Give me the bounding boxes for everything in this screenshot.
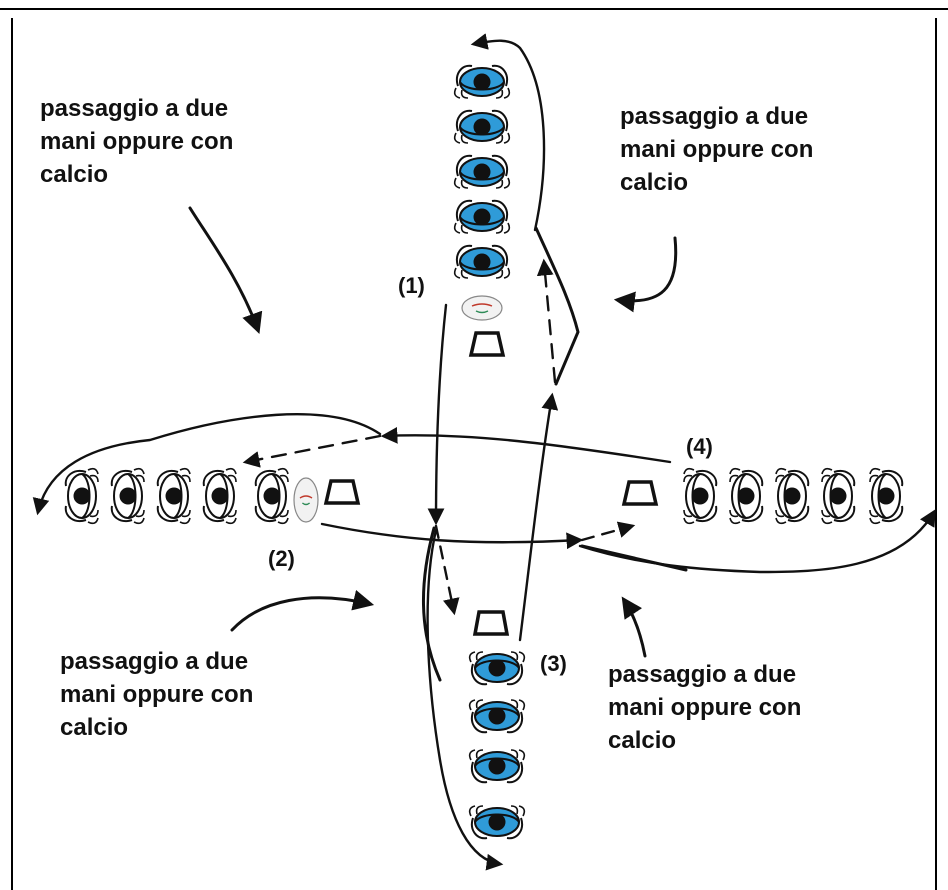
run-path — [421, 526, 442, 682]
player-icon — [202, 467, 237, 525]
run-path — [32, 413, 382, 516]
pass-line — [580, 521, 636, 542]
label-group-3: (3) — [540, 651, 567, 676]
note-top-right: passaggio a due mani oppure con calcio — [620, 103, 814, 196]
top-rule — [0, 8, 948, 10]
cone-icon — [323, 479, 361, 505]
label-group-4: (4) — [686, 434, 713, 459]
pass-line — [380, 426, 672, 464]
player-icon — [775, 467, 810, 525]
player-icon — [64, 467, 99, 525]
player-icon — [453, 154, 511, 189]
pass-line — [320, 522, 584, 550]
cone-icon — [621, 480, 659, 506]
player-icon — [821, 467, 856, 525]
diagram-frame — [11, 18, 937, 890]
rugby-ball-icon — [461, 295, 503, 321]
cone-icon — [472, 610, 510, 636]
player-icon — [453, 244, 511, 279]
note-top-left: passaggio a due mani oppure con calcio — [40, 95, 234, 188]
run-path — [580, 544, 688, 572]
player-icon — [110, 467, 145, 525]
run-path — [470, 33, 546, 232]
player-icon — [254, 467, 289, 525]
player-icon — [683, 467, 718, 525]
player-icon — [468, 651, 526, 686]
label-group-1: (1) — [398, 273, 425, 298]
player-icon — [156, 467, 191, 525]
player-icon — [468, 749, 526, 784]
label-group-2: (2) — [268, 546, 295, 571]
pass-line — [434, 524, 460, 616]
player-icon — [869, 467, 904, 525]
note-arrow — [621, 596, 647, 658]
note-bottom-right: passaggio a due mani oppure con calcio — [608, 661, 802, 754]
player-icon — [453, 199, 511, 234]
rugby-ball-icon — [293, 477, 319, 523]
pass-line — [536, 258, 557, 384]
pass-line — [242, 434, 382, 468]
player-icon — [468, 805, 526, 840]
run-path — [534, 226, 580, 386]
note-arrow — [613, 236, 678, 313]
run-path — [578, 509, 936, 574]
player-icon — [453, 109, 511, 144]
pass-line — [427, 303, 448, 526]
cone-icon — [468, 331, 506, 357]
run-path — [518, 392, 559, 642]
player-icon — [453, 64, 511, 99]
note-bottom-left: passaggio a due mani oppure con calcio — [60, 648, 254, 741]
note-arrow — [230, 589, 375, 632]
player-icon — [468, 699, 526, 734]
note-arrow — [188, 206, 263, 334]
run-path — [426, 528, 504, 871]
player-icon — [729, 467, 764, 525]
